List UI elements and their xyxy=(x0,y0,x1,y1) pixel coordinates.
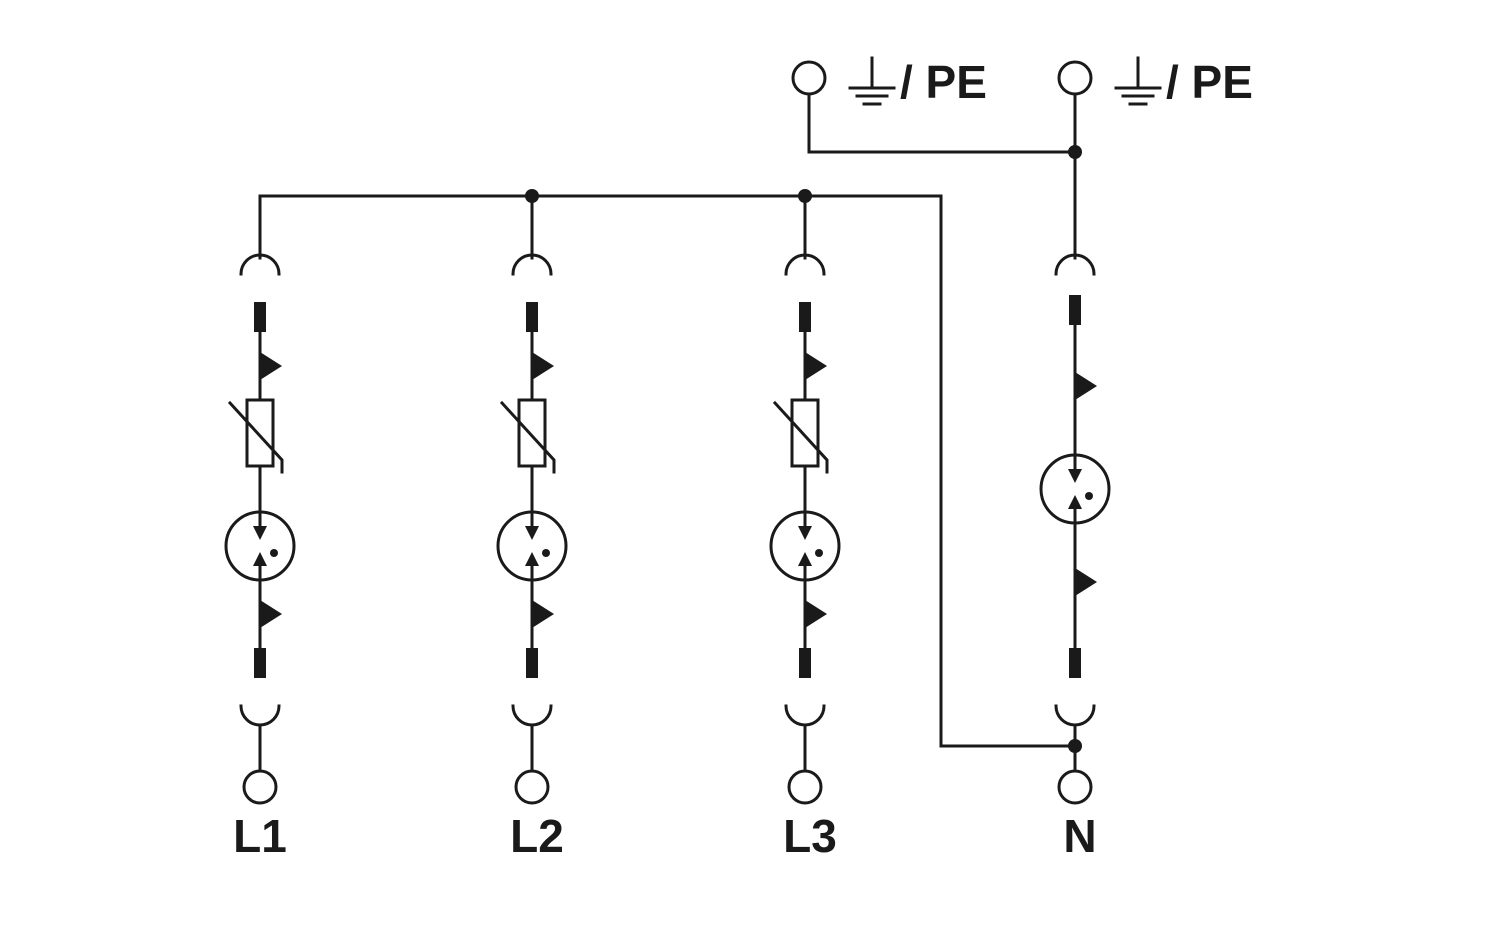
terminal-circle-icon xyxy=(1057,769,1093,805)
plug-contact-icon xyxy=(511,253,553,276)
branch-n: N xyxy=(1039,253,1111,862)
branch-l2: L2 xyxy=(496,253,568,862)
junction-dot xyxy=(1068,145,1082,159)
arrow-icon xyxy=(532,600,554,628)
arrow-icon xyxy=(1075,568,1097,596)
contact-block xyxy=(1069,648,1081,678)
contact-block xyxy=(799,648,811,678)
varistor-icon xyxy=(772,398,829,474)
terminal-label-l2: L2 xyxy=(510,810,564,862)
pe-terminal-right: / PE xyxy=(1057,56,1253,108)
contact-block xyxy=(254,648,266,678)
spark-gap-icon xyxy=(769,510,841,582)
contact-block xyxy=(526,648,538,678)
plug-contact-icon xyxy=(239,704,281,727)
ground-icon xyxy=(848,56,896,106)
plug-contact-icon xyxy=(511,704,553,727)
junction-dot xyxy=(798,189,812,203)
plug-contact-icon xyxy=(784,253,826,276)
ground-icon xyxy=(1114,56,1162,106)
plug-contact-icon xyxy=(239,253,281,276)
terminal-circle-icon xyxy=(791,60,827,96)
arrow-icon xyxy=(1075,372,1097,400)
pe-label-left: / PE xyxy=(900,56,987,108)
contact-block xyxy=(1069,295,1081,325)
terminal-circle-icon xyxy=(787,769,823,805)
pe-bus-wiring xyxy=(807,92,1082,260)
terminal-label-n: N xyxy=(1063,810,1096,862)
terminal-label-l3: L3 xyxy=(783,810,837,862)
plug-contact-icon xyxy=(1054,704,1096,727)
terminal-circle-icon xyxy=(1057,60,1093,96)
junction-dot xyxy=(525,189,539,203)
contact-block xyxy=(526,302,538,332)
arrow-icon xyxy=(805,352,827,380)
pe-label-right: / PE xyxy=(1166,56,1253,108)
common-bus-wiring xyxy=(258,189,1082,753)
spark-gap-icon xyxy=(1039,453,1111,525)
spark-gap-icon xyxy=(224,510,296,582)
contact-block xyxy=(254,302,266,332)
branch-l1: L1 xyxy=(224,253,296,862)
terminal-circle-icon xyxy=(514,769,550,805)
pe-terminal-left: / PE xyxy=(791,56,987,108)
spark-gap-icon xyxy=(496,510,568,582)
terminal-circle-icon xyxy=(242,769,278,805)
varistor-icon xyxy=(499,398,556,474)
arrow-icon xyxy=(532,352,554,380)
arrow-icon xyxy=(805,600,827,628)
plug-contact-icon xyxy=(1054,253,1096,276)
arrow-icon xyxy=(260,352,282,380)
plug-contact-icon xyxy=(784,704,826,727)
branch-l3: L3 xyxy=(769,253,841,862)
contact-block xyxy=(799,302,811,332)
varistor-icon xyxy=(227,398,284,474)
terminal-label-l1: L1 xyxy=(233,810,287,862)
arrow-icon xyxy=(260,600,282,628)
